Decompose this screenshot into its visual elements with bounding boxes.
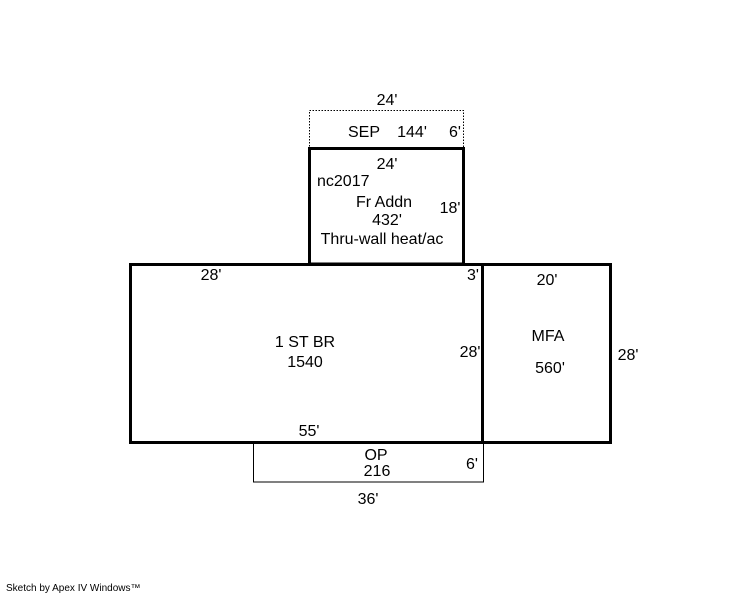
sep-area-label: 144' <box>397 124 427 141</box>
op-depth-label: 6' <box>466 456 478 473</box>
addition-depth-label: 18' <box>440 200 461 217</box>
main-right-dimension: 28' <box>460 344 481 361</box>
sep-outline <box>309 110 464 149</box>
op-area-label: 216 <box>364 463 391 480</box>
sep-name-label: SEP <box>348 124 380 141</box>
mfa-width-label: 20' <box>537 272 558 289</box>
mfa-outline <box>481 263 612 444</box>
main-top-right-dimension: 3' <box>467 267 479 284</box>
mfa-name-label: MFA <box>532 328 565 345</box>
addition-width-label: 24' <box>377 156 398 173</box>
main-bottom-dimension: 55' <box>299 423 320 440</box>
addition-area-label: 432' <box>372 212 402 229</box>
op-name-label: OP <box>364 447 387 464</box>
addition-name-label: Fr Addn <box>356 194 412 211</box>
addition-note-label: nc2017 <box>317 173 370 190</box>
main-top-left-dimension: 28' <box>201 267 222 284</box>
addition-feature-label: Thru-wall heat/ac <box>321 231 444 248</box>
mfa-area-label: 560' <box>535 360 565 377</box>
mfa-depth-label: 28' <box>618 347 639 364</box>
sep-width-label: 24' <box>377 92 398 109</box>
main-name-label: 1 ST BR <box>275 334 335 351</box>
op-width-label: 36' <box>358 491 379 508</box>
sep-depth-label: 6' <box>449 124 461 141</box>
main-area-label: 1540 <box>287 354 323 371</box>
sketch-footer-credit: Sketch by Apex IV Windows™ <box>6 583 141 594</box>
